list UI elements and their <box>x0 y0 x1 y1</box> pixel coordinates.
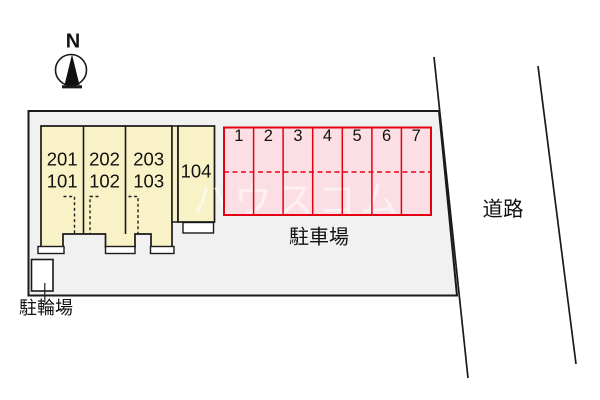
parking-stall-number: 7 <box>412 127 421 145</box>
entry-path-dashed <box>63 195 76 234</box>
entrance-step <box>149 245 175 255</box>
unit-label-203: 203 <box>133 149 164 170</box>
bicycle-parking-label: 駐輪場 <box>19 298 73 318</box>
entrance-step <box>182 221 215 234</box>
parking-stall-number: 1 <box>234 127 243 145</box>
parking-stall-number: 3 <box>293 127 302 145</box>
entry-path-dashed <box>128 195 139 234</box>
unit-label-102: 102 <box>89 171 120 192</box>
parking-stall-number: 2 <box>264 127 273 145</box>
parking-stall-number: 4 <box>323 127 332 145</box>
parking-lot: 1 2 3 4 5 6 7 <box>223 126 432 216</box>
north-compass-icon: N <box>54 31 88 89</box>
building-block: 201 101 202 102 203 103 104 <box>37 125 216 255</box>
road-edge-line-right <box>537 65 577 365</box>
parking-stall-number: 6 <box>382 127 391 145</box>
unit-label-104: 104 <box>181 161 212 182</box>
north-label: N <box>66 31 80 53</box>
bicycle-parking-outline <box>30 258 54 292</box>
unit-label-202: 202 <box>89 149 120 170</box>
building-connector <box>171 125 179 223</box>
north-arrow-icon <box>64 54 80 85</box>
unit-label-103: 103 <box>133 171 164 192</box>
unit-label-201: 201 <box>47 149 78 170</box>
entry-path-dashed <box>89 195 99 234</box>
parking-lot-label: 駐車場 <box>289 226 349 249</box>
entrance-step <box>37 245 65 255</box>
unit-label-101: 101 <box>47 171 78 192</box>
parking-stall-number: 5 <box>353 127 362 145</box>
bicycle-parking <box>30 258 54 303</box>
entrance-step <box>104 245 136 255</box>
road-label: 道路 <box>483 198 524 221</box>
building-unit-104-outline <box>177 125 216 223</box>
